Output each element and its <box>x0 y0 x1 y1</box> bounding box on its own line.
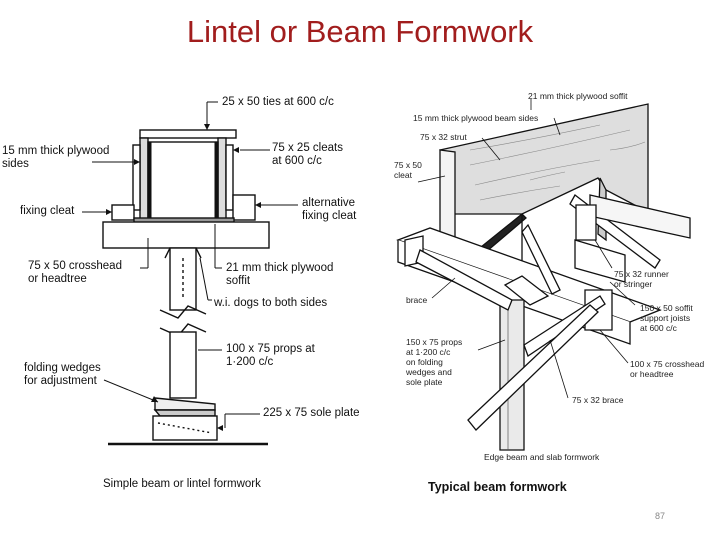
label-right-props-line2: at 1·200 c/c <box>406 347 451 357</box>
label-right-props-line4: wedges and <box>406 367 452 377</box>
label-support-joists-line3: at 600 c/c <box>640 323 677 333</box>
label-right-props-line5: sole plate <box>406 377 443 387</box>
label-props-line2: 1·200 c/c <box>226 356 274 368</box>
label-runner: 75 x 32 runner or stringer <box>614 269 669 289</box>
caption-typical-formwork: Typical beam formwork <box>428 480 567 494</box>
label-sole-plate: 225 x 75 sole plate <box>263 407 360 419</box>
page-number: 87 <box>655 511 666 521</box>
label-right-props-line1: 150 x 75 props <box>406 337 463 347</box>
label-alternative-cleat-line1: alternative <box>302 197 356 209</box>
label-alternative-cleat-line2: fixing cleat <box>302 210 357 222</box>
label-soffit-line2: soffit <box>226 275 251 287</box>
label-support-joists-line1: 150 x 50 soffit <box>640 303 693 313</box>
label-cleats-line2: at 600 c/c <box>272 155 322 167</box>
subcaption-edge-beam: Edge beam and slab formwork <box>484 452 600 462</box>
label-dogs: w.i. dogs to both sides <box>214 297 328 309</box>
label-runner-line2: or stringer <box>614 279 653 289</box>
label-fixing-cleat: fixing cleat <box>20 205 75 217</box>
label-beam-sides: 15 mm thick plywood beam sides <box>413 113 539 123</box>
label-crosshead: 75 x 50 crosshead or headtree <box>28 260 122 286</box>
label-cleats-line1: 75 x 25 cleats <box>272 142 343 154</box>
label-right-crosshead-line1: 100 x 75 crosshead <box>630 359 705 369</box>
label-right-crosshead-line2: or headtree <box>630 369 674 379</box>
label-cleat-line2: cleat <box>394 170 412 180</box>
label-soffit-line1: 21 mm thick plywood <box>226 262 334 274</box>
label-cleat: 75 x 50 cleat <box>394 160 422 180</box>
label-support-joists: 150 x 50 soffit support joists at 600 c/… <box>640 303 693 333</box>
caption-simple-formwork: Simple beam or lintel formwork <box>103 478 261 490</box>
label-brace: brace <box>406 295 428 305</box>
label-wedges-line1: folding wedges <box>24 362 101 374</box>
label-crosshead-line1: 75 x 50 crosshead <box>28 260 122 272</box>
label-crosshead-line2: or headtree <box>28 273 87 285</box>
label-runner-line1: 75 x 32 runner <box>614 269 669 279</box>
label-slab-soffit: 21 mm thick plywood soffit <box>528 91 628 101</box>
label-cleat-line1: 75 x 50 <box>394 160 422 170</box>
label-strut: 75 x 32 strut <box>420 132 467 142</box>
label-bottom-brace: 75 x 32 brace <box>572 395 624 405</box>
label-wedges: folding wedges for adjustment <box>24 362 101 388</box>
page-title: Lintel or Beam Formwork <box>186 14 534 49</box>
label-right-props-line3: on folding <box>406 357 443 367</box>
label-ties: 25 x 50 ties at 600 c/c <box>222 96 334 108</box>
label-soffit: 21 mm thick plywood soffit <box>226 262 333 288</box>
label-props-line1: 100 x 75 props at <box>226 343 315 355</box>
label-right-crosshead: 100 x 75 crosshead or headtree <box>630 359 704 379</box>
label-plywood-sides: 15 mm thick plywood sides <box>2 145 109 171</box>
label-alternative-cleat: alternative fixing cleat <box>302 197 356 223</box>
label-wedges-line2: for adjustment <box>24 375 97 387</box>
label-right-props: 150 x 75 props at 1·200 c/c on folding w… <box>406 337 462 387</box>
label-props: 100 x 75 props at 1·200 c/c <box>226 343 315 369</box>
label-plywood-sides-line2: sides <box>2 158 29 170</box>
label-plywood-sides-line1: 15 mm thick plywood <box>2 145 110 157</box>
label-cleats: 75 x 25 cleats at 600 c/c <box>272 142 343 168</box>
label-support-joists-line2: support joists <box>640 313 691 323</box>
